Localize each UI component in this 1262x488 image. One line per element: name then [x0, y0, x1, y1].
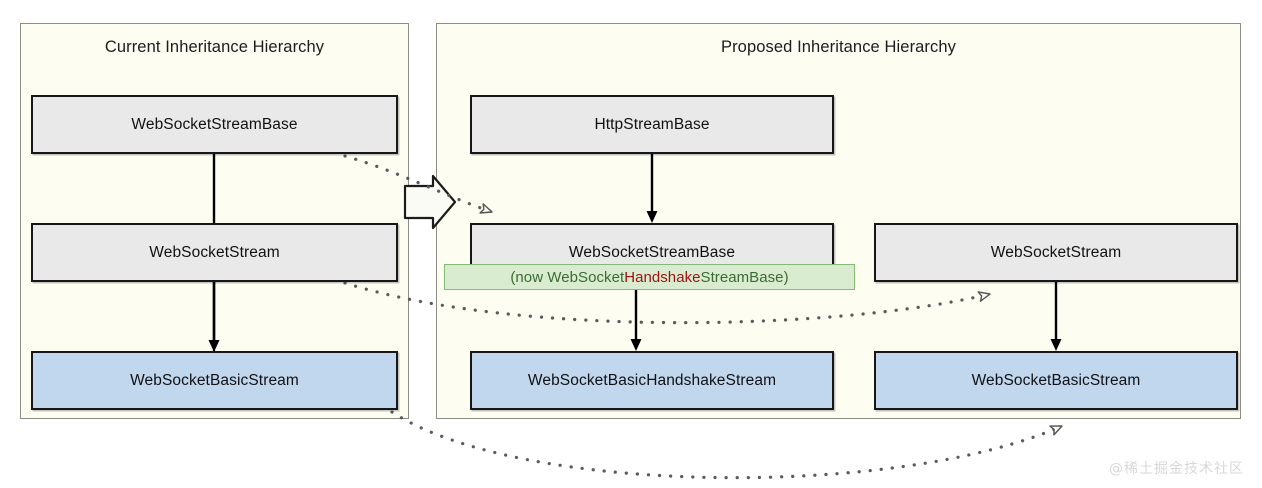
node-httpstreambase-proposed[interactable]: HttpStreamBase [470, 95, 834, 154]
panel-proposed-title: Proposed Inheritance Hierarchy [720, 38, 957, 56]
node-label: WebSocketBasicStream [130, 371, 299, 389]
node-websocketbasicstream-current[interactable]: WebSocketBasicStream [31, 351, 398, 410]
node-label: HttpStreamBase [594, 115, 710, 133]
node-label: WebSocketBasicHandshakeStream [527, 371, 777, 389]
node-label: WebSocketStreamBase [568, 243, 736, 261]
annotation-emphasis: Handshake [624, 268, 701, 286]
node-label: WebSocketStream [149, 243, 280, 261]
node-websocketstreambase-current[interactable]: WebSocketStreamBase [31, 95, 398, 154]
dotted-cur-basic-to-prop-wsbasic [390, 410, 1064, 480]
node-label: WebSocketStreamBase [131, 115, 298, 133]
annotation-suffix: StreamBase) [700, 268, 789, 286]
node-label: WebSocketBasicStream [971, 371, 1141, 389]
node-websocketbasicstream-proposed[interactable]: WebSocketBasicStream [874, 351, 1238, 410]
node-websocketstream-proposed[interactable]: WebSocketStream [874, 223, 1238, 282]
node-websocketbasichandshakestream-proposed[interactable]: WebSocketBasicHandshakeStream [470, 351, 834, 410]
annotation-prefix: (now WebSocket [510, 268, 625, 286]
node-websocketstream-current[interactable]: WebSocketStream [31, 223, 398, 282]
panel-current-title: Current Inheritance Hierarchy [104, 38, 325, 56]
node-label: WebSocketStream [990, 243, 1122, 261]
watermark: @稀土掘金技术社区 [1109, 461, 1244, 477]
